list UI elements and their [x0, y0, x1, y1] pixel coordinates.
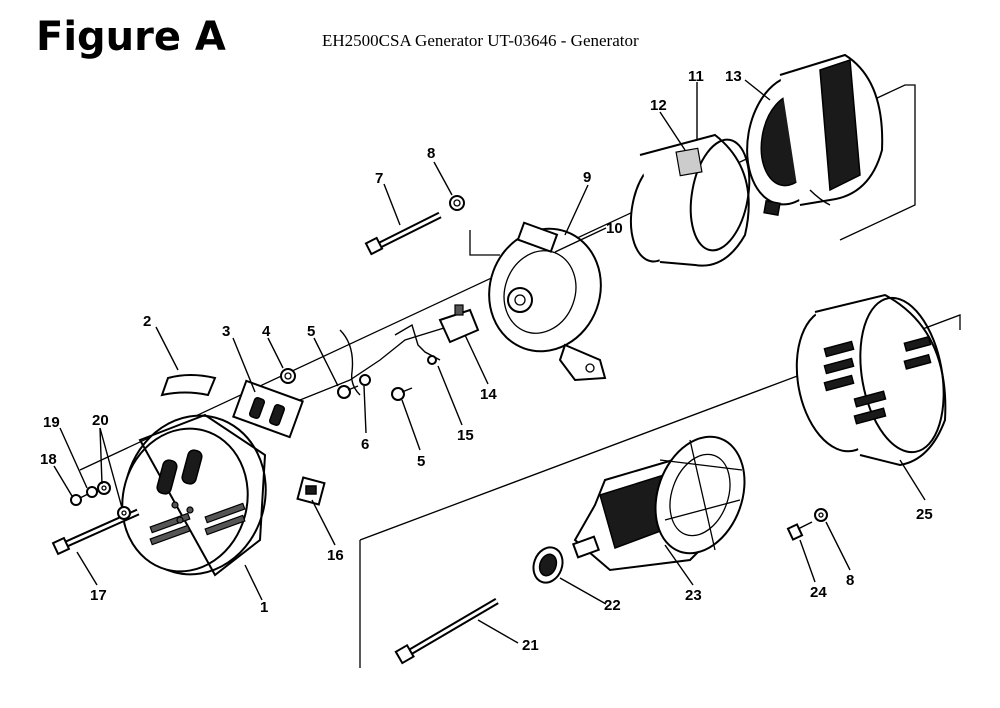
part-washer-20-b	[117, 506, 131, 520]
figure-label: Figure A	[36, 14, 226, 60]
callout-16: 16	[327, 547, 344, 564]
part-terminal-strip	[394, 323, 441, 365]
diagram-title: EH2500CSA Generator UT-03646 - Generator	[322, 31, 639, 50]
callout-13: 13	[725, 68, 742, 85]
callout-4: 4	[262, 323, 271, 340]
callout-14: 14	[480, 386, 497, 403]
part-receptacle	[232, 379, 304, 439]
callout-11: 11	[688, 68, 704, 85]
callout-2: 2	[143, 313, 151, 330]
part-washer-20-a	[97, 481, 111, 495]
part-washer-19	[86, 486, 98, 498]
part-diode	[296, 476, 326, 506]
callout-18: 18	[40, 451, 57, 468]
callout-17: 17	[90, 587, 107, 604]
part-bolt-24	[786, 521, 813, 541]
callout-22: 22	[604, 597, 621, 614]
part-end-cover	[121, 413, 267, 577]
callout-23: 23	[685, 587, 702, 604]
part-nut-4	[280, 368, 296, 384]
part-bearing	[532, 546, 564, 584]
callout-5-lower: 5	[417, 453, 425, 470]
part-screw-5-lower	[391, 387, 413, 401]
part-front-bracket	[488, 221, 607, 382]
part-through-bolt	[394, 597, 499, 665]
part-label-plate	[160, 374, 217, 397]
callout-8-upper: 8	[427, 145, 435, 162]
part-wire-clip	[339, 329, 371, 396]
part-washer-8-upper	[449, 195, 465, 211]
callout-1: 1	[260, 599, 268, 616]
callout-8-lower: 8	[846, 572, 854, 589]
part-fan-housing	[795, 293, 947, 467]
part-rotor	[571, 435, 746, 572]
callout-7: 7	[375, 170, 383, 187]
callout-20: 20	[92, 412, 109, 429]
callout-6: 6	[361, 436, 369, 453]
callout-15: 15	[457, 427, 474, 444]
callout-19: 19	[43, 414, 60, 431]
part-screw-18	[70, 493, 89, 506]
callout-12: 12	[650, 97, 667, 114]
callout-9: 9	[583, 169, 591, 186]
part-stator	[746, 53, 884, 216]
callout-3: 3	[222, 323, 230, 340]
callout-24: 24	[810, 584, 827, 601]
callout-25: 25	[916, 506, 933, 523]
leader-lines	[53, 79, 926, 644]
part-bolt-7	[364, 211, 442, 256]
callout-5-upper: 5	[307, 323, 315, 340]
callout-21: 21	[522, 637, 539, 654]
part-brush-holder	[438, 304, 480, 344]
part-washer-8-lower	[814, 508, 828, 522]
callout-labels: 1 2 3 4 5 5 6 7 8 8 9 10 11 12 13 14 15 …	[40, 68, 933, 654]
callout-10: 10	[606, 220, 623, 237]
part-cover-band	[629, 133, 751, 267]
part-screw-5-upper	[337, 385, 359, 399]
